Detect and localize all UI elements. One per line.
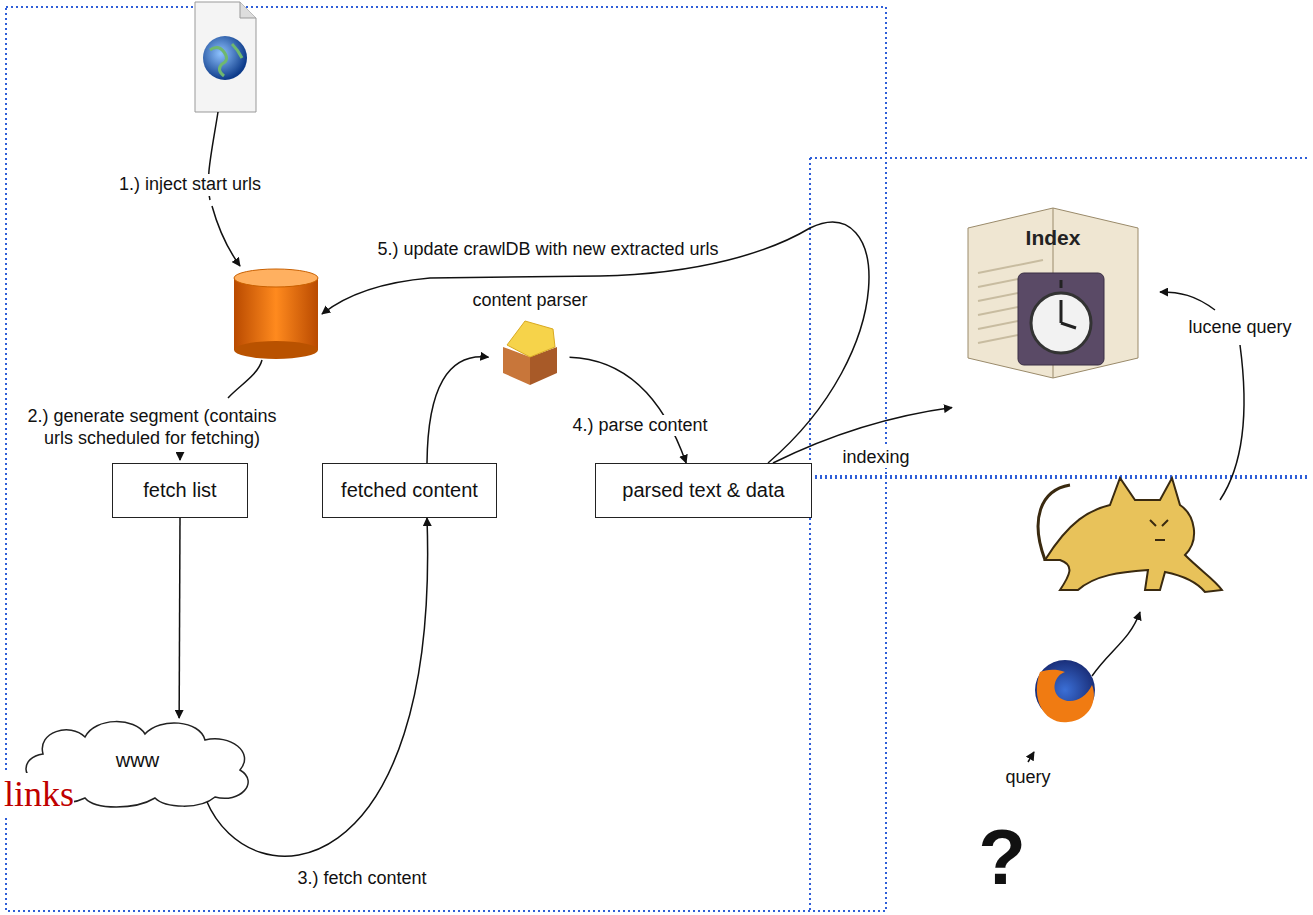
connector-arrow — [178, 518, 180, 718]
step-label: query — [1005, 767, 1050, 789]
node-title: parsed text & data — [622, 479, 784, 502]
node-title: Index — [946, 226, 1160, 250]
book-line — [978, 260, 1043, 273]
step-label: 2.) generate segment (contains urls sche… — [17, 406, 287, 449]
label-text: query — [1005, 767, 1050, 789]
stopwatch-frame — [1018, 273, 1104, 365]
step-label: 5.) update crawlDB with new extracted ur… — [377, 239, 718, 261]
label-text: ? — [978, 811, 1026, 905]
edge-label-text: 4.) parse content — [570, 415, 709, 436]
stopwatch-hand — [1061, 280, 1076, 328]
parser-node: content parser — [460, 290, 599, 402]
process-box: fetched content — [322, 463, 497, 518]
edge-label-text: 3.) fetch content — [295, 868, 428, 889]
book-node: Index — [946, 188, 1160, 412]
region-outline — [6, 7, 1310, 911]
box-contents — [507, 321, 555, 357]
note-text: links — [4, 773, 74, 816]
edge-label-text: indexing — [840, 447, 911, 468]
parser-box-icon — [495, 317, 565, 387]
edge-label: 4.) parse content — [570, 415, 709, 436]
connector-arrow — [206, 518, 428, 856]
label-text: links — [4, 773, 74, 816]
node-title: fetch list — [143, 479, 216, 502]
label-text: 1.) inject start urls — [119, 174, 261, 196]
question-mark: ? — [978, 811, 1026, 905]
document-icon — [195, 2, 256, 112]
crawldb-cylinder — [234, 269, 318, 359]
step-label: 1.) inject start urls — [119, 174, 261, 196]
edge-label: indexing — [840, 447, 911, 468]
tomcat-icon — [1038, 478, 1222, 592]
label-text: lucene query — [1188, 317, 1291, 339]
connector-arrow — [427, 357, 488, 463]
process-box: parsed text & data — [595, 463, 812, 518]
node-title: fetched content — [341, 479, 478, 502]
label-text: 5.) update crawlDB with new extracted ur… — [377, 239, 718, 261]
label-text: 2.) generate segment (contains urls sche… — [17, 406, 287, 449]
node-title: content parser — [472, 290, 587, 311]
process-box: fetch list — [112, 463, 248, 518]
connector-arrow — [570, 357, 687, 463]
edge-label: 3.) fetch content — [295, 868, 428, 889]
index-book-icon — [946, 188, 1160, 412]
node-title: www — [116, 749, 159, 772]
step-label: lucene query — [1188, 317, 1291, 339]
browser-icon — [1035, 660, 1095, 722]
